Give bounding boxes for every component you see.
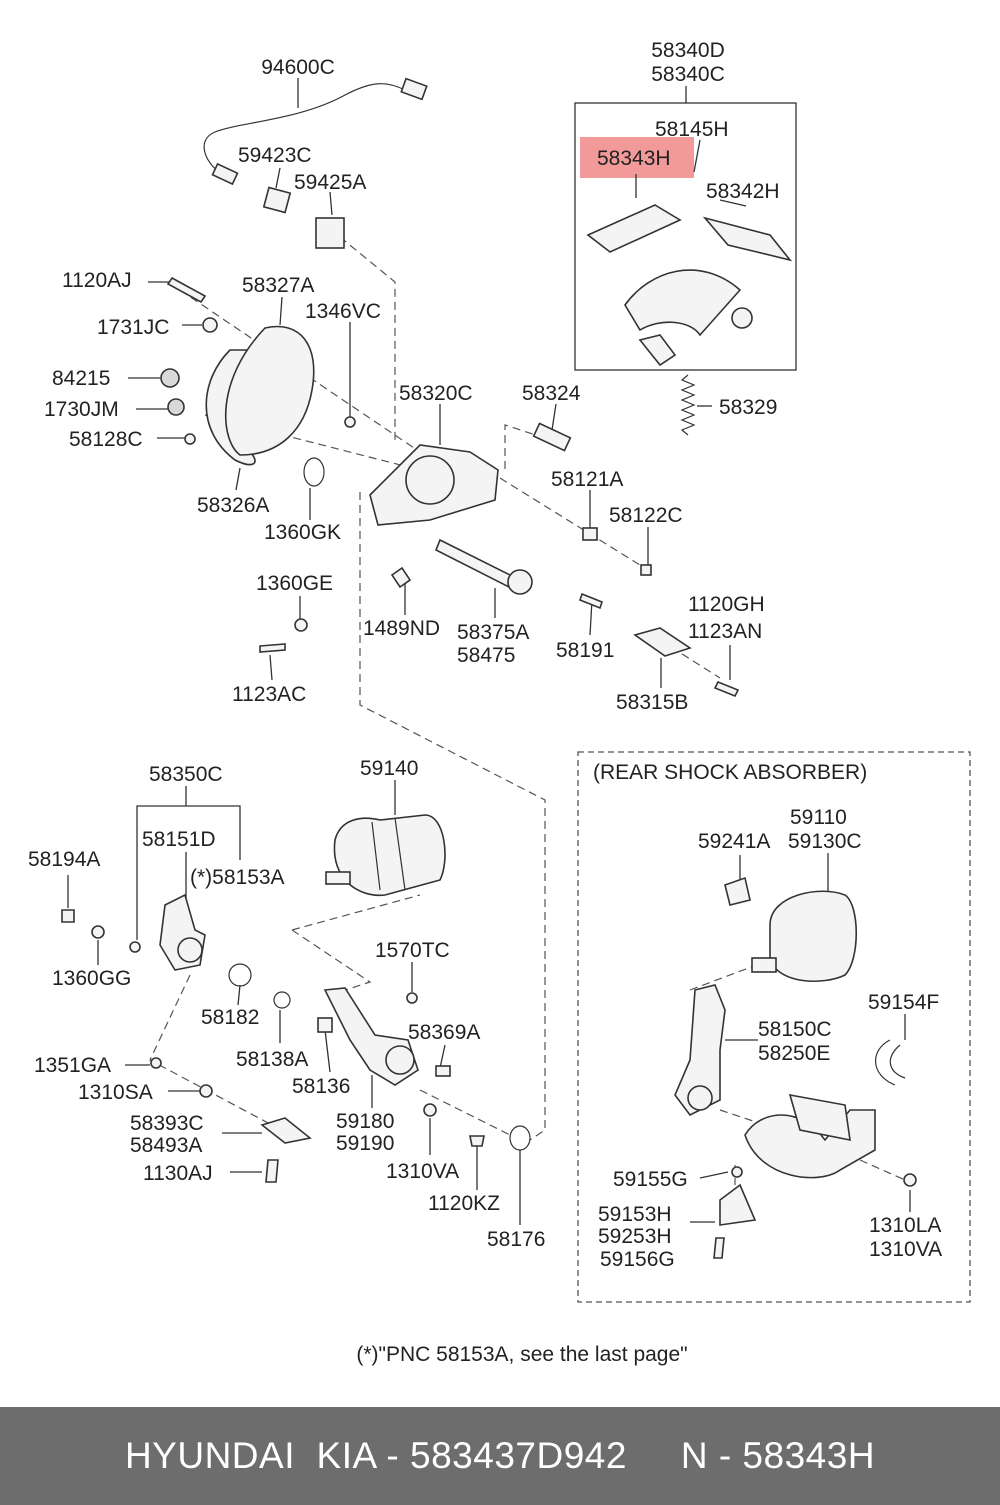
label-58250E: 58250E bbox=[758, 1042, 830, 1065]
label-58122C: 58122C bbox=[609, 504, 683, 527]
label-1360GK: 1360GK bbox=[264, 521, 341, 544]
label-58145H: 58145H bbox=[655, 118, 729, 141]
label-59155G: 59155G bbox=[613, 1168, 688, 1191]
label-59425A: 59425A bbox=[294, 171, 366, 194]
label-59110: 59110 bbox=[790, 806, 847, 829]
label-58393C: 58393C bbox=[130, 1112, 204, 1135]
label-59156G: 59156G bbox=[600, 1248, 675, 1271]
label-59423C: 59423C bbox=[238, 144, 312, 167]
label-1730JM: 1730JM bbox=[44, 398, 119, 421]
label-1120AJ: 1120AJ bbox=[62, 269, 132, 292]
label-59140: 59140 bbox=[360, 757, 418, 780]
label-1570TC: 1570TC bbox=[375, 939, 450, 962]
label-58375A: 58375A bbox=[457, 621, 529, 644]
label-1310VA-right: 1310VA bbox=[869, 1238, 942, 1261]
label-1346VC: 1346VC bbox=[305, 300, 381, 323]
label-58350C: 58350C bbox=[149, 763, 223, 786]
label-59190: 59190 bbox=[336, 1132, 394, 1155]
label-58128C: 58128C bbox=[69, 428, 143, 451]
label-58329: 58329 bbox=[719, 396, 777, 419]
label-58475: 58475 bbox=[457, 644, 515, 667]
label-1731JC: 1731JC bbox=[97, 316, 169, 339]
label-1120KZ: 1120KZ bbox=[428, 1192, 500, 1215]
label-58151D: 58151D bbox=[142, 828, 216, 851]
label-58136: 58136 bbox=[292, 1075, 350, 1098]
label-58342H: 58342H bbox=[706, 180, 780, 203]
label-59253H: 59253H bbox=[598, 1225, 672, 1248]
footnote: (*)"PNC 58153A, see the last page" bbox=[356, 1343, 687, 1366]
label-1310LA: 1310LA bbox=[869, 1214, 941, 1237]
label-59154F: 59154F bbox=[868, 991, 939, 1014]
label-1310VA-left: 1310VA bbox=[386, 1160, 459, 1183]
label-58324: 58324 bbox=[522, 382, 581, 405]
label-58320C: 58320C bbox=[399, 382, 473, 405]
label-59180: 59180 bbox=[336, 1110, 394, 1133]
label-59241A: 59241A bbox=[698, 830, 770, 853]
label-58194A: 58194A bbox=[28, 848, 100, 871]
label-58326A: 58326A bbox=[197, 494, 269, 517]
leader-lines bbox=[67, 78, 911, 1225]
label-1489ND: 1489ND bbox=[363, 617, 440, 640]
rear-shock-absorber-box bbox=[577, 751, 971, 1303]
label-1360GE: 1360GE bbox=[256, 572, 333, 595]
label-1130AJ: 1130AJ bbox=[143, 1162, 213, 1185]
label-58153A: (*)58153A bbox=[190, 866, 285, 889]
label-58340D: 58340D bbox=[651, 39, 725, 62]
label-1351GA: 1351GA bbox=[34, 1054, 111, 1077]
label-58138A: 58138A bbox=[236, 1048, 308, 1071]
label-58315B: 58315B bbox=[616, 691, 688, 714]
highlight-box bbox=[580, 137, 694, 178]
label-1360GG: 1360GG bbox=[52, 967, 131, 990]
label-1310SA: 1310SA bbox=[78, 1081, 153, 1104]
label-94600C: 94600C bbox=[261, 56, 335, 79]
label-rear-shock-absorber: (REAR SHOCK ABSORBER) bbox=[593, 761, 867, 784]
label-84215: 84215 bbox=[52, 367, 110, 390]
footer-bar: HYUNDAI KIA - 583437D942 N - 58343H bbox=[0, 1407, 1000, 1505]
part-sketches bbox=[61, 77, 917, 1259]
label-58182: 58182 bbox=[201, 1006, 259, 1029]
label-58150C: 58150C bbox=[758, 1018, 832, 1041]
part-labels: 94600C 59423C 59425A 58340D 58340C 58145… bbox=[28, 39, 942, 1366]
label-58176: 58176 bbox=[487, 1228, 545, 1251]
footer-text: HYUNDAI KIA - 583437D942 N - 58343H bbox=[124, 1435, 876, 1476]
label-1123AC: 1123AC bbox=[232, 683, 306, 706]
label-59153H: 59153H bbox=[598, 1203, 672, 1226]
label-58343H: 58343H bbox=[597, 147, 671, 170]
label-58121A: 58121A bbox=[551, 468, 623, 491]
label-1120GH: 1120GH bbox=[688, 593, 765, 616]
parts-diagram: 94600C 59423C 59425A 58340D 58340C 58145… bbox=[28, 39, 971, 1366]
label-1123AN: 1123AN bbox=[688, 620, 762, 643]
label-58493A: 58493A bbox=[130, 1134, 202, 1157]
label-58369A: 58369A bbox=[408, 1021, 480, 1044]
label-59130C: 59130C bbox=[788, 830, 862, 853]
label-58327A: 58327A bbox=[242, 274, 314, 297]
label-58340C: 58340C bbox=[651, 63, 725, 86]
label-58191: 58191 bbox=[556, 639, 614, 662]
